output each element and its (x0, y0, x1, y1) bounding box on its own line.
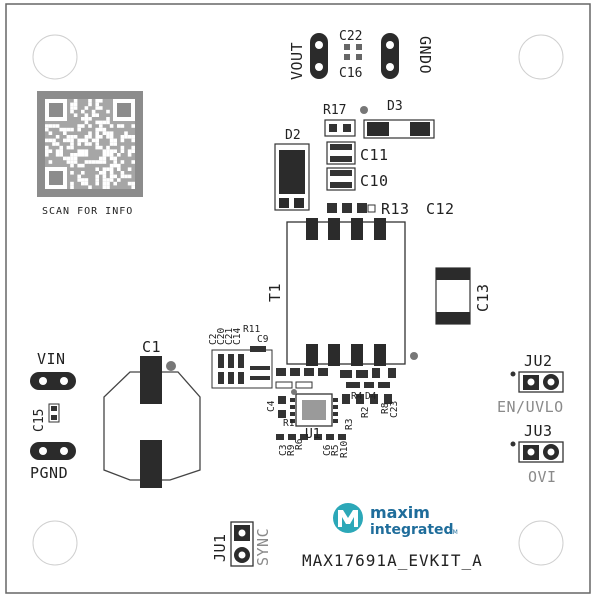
refdes-c11: C11 (360, 146, 389, 164)
qr-code[interactable] (37, 91, 143, 197)
t1-pin1-dot (410, 352, 418, 360)
ju2-label: JU2 (524, 352, 553, 370)
refdes-r2: R2 (360, 407, 371, 418)
refdes-c15: C15 (32, 409, 47, 432)
refdes-r1: R1 (283, 418, 295, 429)
c10-footprint (326, 167, 356, 191)
ovi-label: OVI (528, 468, 557, 486)
logo-integrated: integrated (370, 522, 454, 538)
c11-footprint (326, 141, 356, 165)
c22-pads (344, 44, 362, 50)
pgnd-terminal[interactable] (30, 442, 76, 460)
refdes-c1: C1 (142, 338, 161, 356)
refdes-d2: D2 (285, 128, 301, 143)
u1-pin1-dot (291, 389, 297, 395)
refdes-d3: D3 (387, 99, 403, 114)
mounting-hole-tl (32, 34, 78, 80)
refdes-c6: C6 (322, 444, 333, 456)
refdes-c9: C9 (257, 334, 269, 345)
ju2-jumper[interactable] (518, 371, 564, 393)
refdes-r17: R17 (323, 103, 346, 118)
en-uvlo-label: EN/UVLO (497, 398, 564, 416)
t1-footprint (286, 218, 406, 366)
refdes-r13: R13 (381, 200, 410, 218)
vin-terminal[interactable] (30, 372, 76, 390)
refdes-c12: C12 (426, 200, 455, 218)
refdes-r11: R11 (243, 324, 260, 335)
refdes-r5: R5 (330, 445, 341, 456)
refdes-c22: C22 (339, 29, 362, 44)
refdes-c3: C3 (278, 445, 289, 456)
refdes-c13: C13 (474, 283, 492, 312)
c1-outline (103, 371, 201, 481)
ju1-label: JU1 (211, 533, 229, 562)
mounting-hole-br (518, 520, 564, 566)
c1-polarity-dot (166, 361, 176, 371)
ju3-pin1-dot (510, 441, 516, 447)
mounting-hole-bl (32, 520, 78, 566)
r17-footprint (324, 119, 356, 137)
refdes-u1: U1 (305, 427, 321, 442)
gndo-terminal[interactable] (381, 33, 399, 79)
refdes-c10: C10 (360, 172, 389, 190)
refdes-c2: C2 (208, 334, 219, 345)
refdes-r10: R10 (339, 441, 350, 458)
mounting-hole-tr (518, 34, 564, 80)
c1-pad-bottom (140, 440, 162, 488)
r13-row-pads (327, 203, 376, 213)
pgnd-label: PGND (30, 464, 68, 482)
gndo-label: GNDO (416, 36, 434, 74)
scan-for-info-label: SCAN FOR INFO (42, 206, 133, 217)
board-title: MAX17691A_EVKIT_A (302, 551, 483, 570)
c16-pads (344, 54, 362, 60)
d3-polarity-dot (360, 106, 368, 114)
u1-package (295, 393, 333, 427)
d3-footprint (363, 119, 435, 139)
refdes-c21: C21 (224, 328, 235, 345)
ju3-jumper[interactable] (518, 441, 564, 463)
c15-footprint (48, 403, 60, 423)
maxim-logo-icon (333, 503, 363, 533)
sync-label: SYNC (254, 528, 272, 566)
refdes-t1: T1 (266, 283, 284, 302)
refdes-r6: R6 (294, 438, 305, 450)
controller-area (275, 368, 396, 440)
refdes-c4: C4 (266, 400, 277, 412)
refdes-d4: D4 (365, 391, 377, 402)
logo-maxim: maxim (370, 503, 430, 522)
d2-footprint (274, 143, 310, 211)
ju3-label: JU3 (524, 422, 553, 440)
vout-label: VOUT (288, 42, 306, 80)
ju2-pin1-dot (510, 371, 516, 377)
logo-tm: TM (448, 529, 458, 536)
refdes-r3: R3 (344, 419, 355, 430)
refdes-c20: C20 (216, 328, 227, 345)
ju1-jumper[interactable] (230, 521, 254, 567)
refdes-c23: C23 (389, 401, 400, 418)
refdes-c14: C14 (232, 328, 243, 345)
vout-terminal[interactable] (310, 33, 328, 79)
refdes-r9: R9 (286, 444, 297, 456)
refdes-r4: R4 (351, 391, 363, 402)
input-cap-bank (211, 346, 273, 389)
c1-pad-top (140, 356, 162, 404)
c13-footprint (435, 267, 471, 325)
vin-label: VIN (37, 350, 66, 368)
refdes-c16: C16 (339, 66, 362, 81)
refdes-r8: R8 (380, 402, 391, 414)
